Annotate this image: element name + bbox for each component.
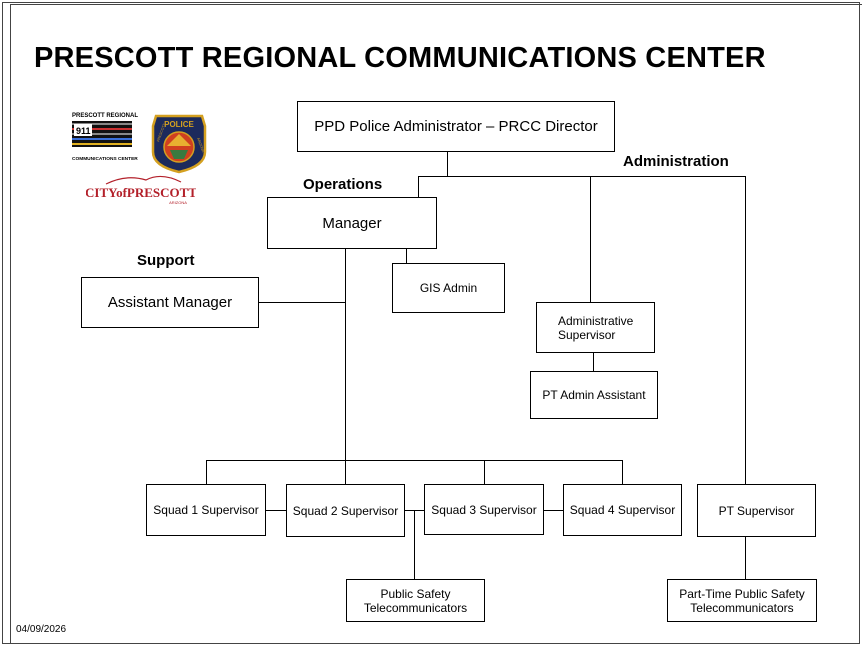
prcc-logo-line2: COMMUNICATIONS CENTER xyxy=(72,156,138,162)
connector-to-squad3 xyxy=(484,460,485,485)
badge-left-text: PRESCOTT xyxy=(156,122,167,142)
node-gis-admin: GIS Admin xyxy=(392,263,505,313)
page-title: PRESCOTT REGIONAL COMMUNICATIONS CENTER xyxy=(34,42,766,74)
node-manager-text: Manager xyxy=(322,214,382,232)
node-assistant-manager: Assistant Manager xyxy=(81,277,259,328)
node-squad4: Squad 4 Supervisor xyxy=(563,484,682,536)
label-support: Support xyxy=(137,252,195,269)
connector-squad1-squad2 xyxy=(265,510,286,511)
node-squad1: Squad 1 Supervisor xyxy=(146,484,266,536)
badge-top-text: POLICE xyxy=(164,120,194,129)
node-pt-telecom: Part-Time Public Safety Telecommunicator… xyxy=(667,579,817,622)
connector-to-telecom xyxy=(414,510,415,580)
connector-to-pt-telecom xyxy=(745,537,746,579)
node-telecom: Public Safety Telecommunicators xyxy=(346,579,485,622)
node-pt-admin-assistant: PT Admin Assistant xyxy=(530,371,658,419)
node-assistant-manager-text: Assistant Manager xyxy=(107,294,233,311)
connector-to-gis xyxy=(406,248,407,264)
prcc-logo-line1: PRESCOTT REGIONAL xyxy=(72,113,138,119)
connector-to-squad1 xyxy=(206,460,207,485)
prcc-logo-911: 911 xyxy=(76,126,91,136)
connector-to-assistant-manager xyxy=(259,302,345,303)
date-stamp: 04/09/2026 xyxy=(16,624,67,635)
connector-top-bus xyxy=(418,176,746,177)
node-director: PPD Police Administrator – PRCC Director xyxy=(297,101,615,152)
node-director-text: PPD Police Administrator – PRCC Director xyxy=(314,118,598,135)
connector-to-admin-supervisor xyxy=(590,176,591,302)
connector-squad3-squad4 xyxy=(544,510,563,511)
connector-to-squad2 xyxy=(345,460,346,485)
connector-manager-trunk xyxy=(345,248,346,461)
node-squad1-text: Squad 1 Supervisor xyxy=(153,503,259,517)
label-operations: Operations xyxy=(303,176,383,193)
connector-to-pt-supervisor xyxy=(745,176,746,484)
badge-right-text: ARIZONA xyxy=(196,137,205,154)
city-logo-text: CITYofPRESCOTT xyxy=(86,185,196,200)
city-logo-sub: ARIZONA xyxy=(169,200,187,205)
page-frame-inner xyxy=(10,4,862,644)
node-squad3-text: Squad 3 Supervisor xyxy=(431,502,537,517)
city-of-prescott-logo: CITYofPRESCOTT ARIZONA xyxy=(86,175,196,205)
node-squad3: Squad 3 Supervisor xyxy=(424,484,544,535)
label-administration: Administration xyxy=(623,153,729,170)
node-pt-telecom-text: Part-Time Public Safety Telecommunicator… xyxy=(679,586,805,615)
node-pt-supervisor-text: PT Supervisor xyxy=(718,503,795,518)
node-pt-admin-assistant-text: PT Admin Assistant xyxy=(542,388,646,402)
node-admin-supervisor-text: Administrative Supervisor xyxy=(558,313,634,342)
node-squad2: Squad 2 Supervisor xyxy=(286,484,405,537)
connector-to-squad4 xyxy=(622,460,623,485)
node-telecom-text: Public Safety Telecommunicators xyxy=(363,586,468,615)
node-squad4-text: Squad 4 Supervisor xyxy=(569,503,676,517)
connector-squad-bus xyxy=(206,460,623,461)
node-gis-admin-text: GIS Admin xyxy=(419,281,478,295)
connector-to-manager xyxy=(418,176,419,197)
connector-director-down xyxy=(447,151,448,177)
connector-to-pt-admin-assistant xyxy=(593,353,594,371)
node-squad2-text: Squad 2 Supervisor xyxy=(292,503,399,518)
prcc-911-logo: PRESCOTT REGIONAL 911 COMMUNICATIONS CEN… xyxy=(72,113,138,162)
node-pt-supervisor: PT Supervisor xyxy=(697,484,816,537)
node-admin-supervisor: Administrative Supervisor xyxy=(536,302,655,353)
police-badge-logo: POLICE PRESCOTT ARIZONA xyxy=(151,114,207,174)
node-manager: Manager xyxy=(267,197,437,249)
